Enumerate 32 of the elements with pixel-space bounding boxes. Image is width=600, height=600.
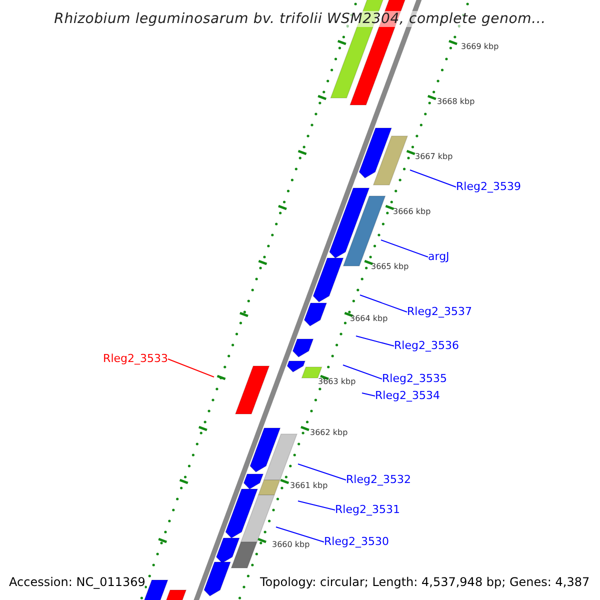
position-label: 3664 kbp xyxy=(350,314,388,324)
gene-label: Rleg2_3536 xyxy=(394,338,459,354)
leader-line xyxy=(410,170,456,188)
position-label: 3663 kbp xyxy=(318,377,356,387)
position-label: 3665 kbp xyxy=(371,262,409,272)
leader-line xyxy=(298,464,346,480)
gene-label: Rleg2_3535 xyxy=(382,371,447,387)
gene-label: Rleg2_3539 xyxy=(456,179,521,195)
leader-line xyxy=(168,358,214,378)
position-label: 3660 kbp xyxy=(272,540,310,550)
position-label: 3668 kbp xyxy=(437,97,475,107)
gene-label: Rleg2_3533 xyxy=(103,351,168,367)
leader-line xyxy=(360,294,408,312)
position-label: 3661 kbp xyxy=(290,481,328,491)
gene-label: argJ xyxy=(428,249,450,265)
position-label: 3667 kbp xyxy=(415,152,453,162)
accession-label: Accession: NC_011369 xyxy=(9,574,146,590)
leader-line xyxy=(298,500,336,510)
gene-label: Rleg2_3530 xyxy=(324,534,389,550)
leader-line xyxy=(276,526,324,542)
gene-label: Rleg2_3531 xyxy=(335,502,400,518)
leader-line xyxy=(380,240,428,258)
position-label: 3669 kbp xyxy=(461,42,499,52)
gene-label: Rleg2_3534 xyxy=(375,388,440,404)
leader-line xyxy=(342,364,382,380)
genome-stats-label: Topology: circular; Length: 4,537,948 bp; Genes: 4,387 xyxy=(260,574,590,590)
position-label: 3662 kbp xyxy=(310,428,348,438)
gene-label: Rleg2_3537 xyxy=(407,304,472,320)
position-label: 3666 kbp xyxy=(393,207,431,217)
leader-line xyxy=(362,392,376,396)
leader-line xyxy=(356,336,394,346)
gene-label: Rleg2_3532 xyxy=(346,472,411,488)
